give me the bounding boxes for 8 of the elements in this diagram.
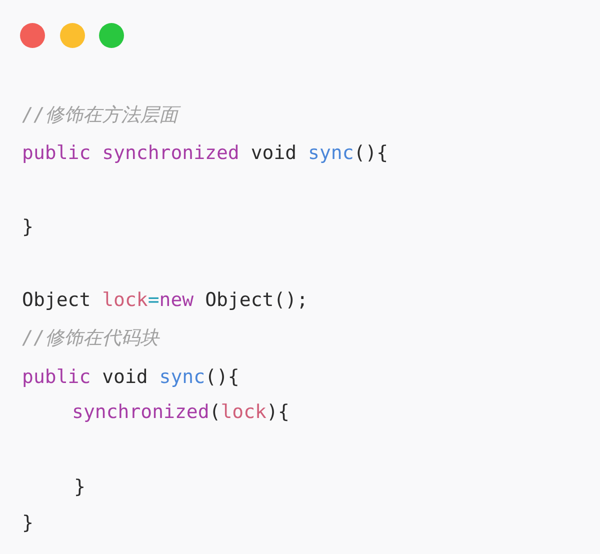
code-line: } <box>22 511 34 536</box>
code-line: Object lock=new Object(); <box>22 288 308 313</box>
code-line: public synchronized void sync(){ <box>22 141 388 166</box>
code-line: synchronized(lock){ <box>72 400 290 425</box>
code-line: public void sync(){ <box>22 365 240 390</box>
code-line: } <box>74 475 86 500</box>
code-comment: //修饰在代码块 <box>22 326 159 351</box>
code-line: } <box>22 215 34 240</box>
